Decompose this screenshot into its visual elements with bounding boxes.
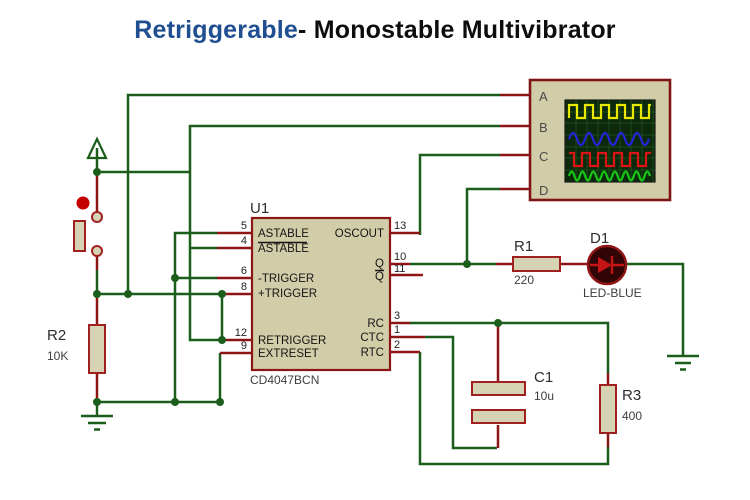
junction-dot (93, 398, 101, 406)
scope-channel-c: C (539, 149, 548, 164)
pin-label-extreset: EXTRESET (258, 348, 319, 360)
waveform-sine-blue (567, 131, 651, 147)
r2-value: 10K (47, 349, 68, 363)
pin-num-11: 11 (394, 263, 405, 275)
ic-part: CD4047BCN (250, 373, 319, 387)
r1-ref: R1 (514, 238, 533, 255)
pin-num-5: 5 (241, 220, 247, 232)
ic-body (250, 216, 392, 372)
junction-dot (218, 336, 226, 344)
junction-dot (216, 398, 224, 406)
ground-icon (667, 354, 699, 371)
title-rest: - Monostable Multivibrator (298, 16, 616, 44)
waveform-sine-green (567, 170, 652, 182)
led-d1: D1 LED-BLUE (583, 230, 642, 300)
ic-ref: U1 (250, 200, 269, 217)
pin-num-3: 3 (394, 310, 400, 322)
wire-led-ground (626, 262, 685, 356)
junction-dots (93, 168, 502, 406)
r3-body (599, 384, 617, 434)
d1-value: LED-BLUE (583, 286, 642, 300)
scope-channel-a: A (539, 89, 548, 104)
title-highlight: Retriggerable (134, 16, 299, 44)
scope-channel-d: D (539, 183, 548, 198)
pin-label-pos-trigger: +TRIGGER (258, 288, 317, 300)
pin-label-rc: RC (367, 318, 384, 330)
resistor-r2: R2 10K (47, 324, 106, 374)
vcc-terminal (86, 136, 108, 172)
capacitor-c1: C1 10u (471, 369, 554, 424)
ground-symbol-right (667, 354, 699, 371)
push-button (73, 196, 103, 257)
pin-label-q: Q (375, 258, 384, 270)
junction-dot (218, 290, 226, 298)
page-title: Retriggerable- Monostable Multivibrator (0, 16, 750, 45)
c1-plate-bottom (471, 409, 526, 424)
pin-num-4: 4 (241, 235, 247, 247)
wire-pin5-pin6-gnd (173, 231, 217, 402)
pin-num-13: 13 (394, 220, 406, 232)
green-wires (95, 93, 685, 466)
r3-ref: R3 (622, 387, 641, 404)
resistor-r3: R3 400 (599, 384, 642, 434)
led-diode-icon (590, 256, 624, 274)
c1-ref: C1 (534, 369, 553, 386)
junction-dot (463, 260, 471, 268)
pin-label-rtc: RTC (361, 347, 384, 359)
wire-scope-d (465, 187, 500, 264)
waveform-square-red (569, 151, 651, 168)
wire-rtc-bottom (418, 352, 610, 466)
c1-value: 10u (534, 389, 554, 403)
junction-dot (171, 274, 179, 282)
resistor-r1: R1 220 (512, 238, 561, 287)
vcc-arrow-icon (86, 136, 108, 160)
pin-label-ctc: CTC (360, 332, 384, 344)
r3-value: 400 (622, 409, 642, 423)
pin-label-neg-trigger: -TRIGGER (258, 273, 314, 285)
r1-body (512, 256, 561, 272)
wire-rc-run (410, 321, 610, 373)
d1-ref: D1 (590, 230, 609, 247)
junction-dot (93, 168, 101, 176)
pin-num-1: 1 (394, 324, 400, 336)
c1-plate-top (471, 381, 526, 396)
pin-num-2: 2 (394, 339, 400, 351)
pin-label-q-bar: Q (375, 271, 384, 283)
r2-ref: R2 (47, 327, 66, 344)
ground-symbol-left (81, 402, 113, 431)
wire-ctc-run (425, 335, 497, 450)
pin-label-astable-bar: ASTABLE (258, 243, 309, 255)
r2-body (88, 324, 106, 374)
ic-u1: U1 CD4047BCN 5 4 6 8 12 9 13 10 11 3 1 2… (235, 200, 407, 387)
button-actuator-icon (76, 196, 90, 210)
junction-dot (171, 398, 179, 406)
wire-scope-c (418, 153, 500, 235)
pin-label-oscout: OSCOUT (335, 228, 384, 240)
pin-num-9: 9 (241, 340, 247, 352)
ground-icon (81, 402, 113, 431)
waveform-square-yellow (567, 103, 651, 120)
pin-num-8: 8 (241, 281, 247, 293)
oscilloscope: A B C D (528, 78, 672, 202)
button-bar (73, 220, 86, 252)
pin-num-10: 10 (394, 251, 406, 263)
junction-dot (124, 290, 132, 298)
scope-channel-b: B (539, 120, 548, 135)
wire-scope-a (126, 93, 500, 294)
pin-label-retrigger: RETRIGGER (258, 335, 326, 347)
junction-dot (494, 319, 502, 327)
button-terminal-top (91, 211, 103, 223)
pin-num-12: 12 (235, 327, 247, 339)
red-pin-wires (95, 93, 610, 448)
pin-num-6: 6 (241, 265, 247, 277)
pin-label-astable: ASTABLE (258, 228, 309, 240)
r1-value: 220 (514, 273, 534, 287)
button-terminal-bottom (91, 245, 103, 257)
junction-dot (93, 290, 101, 298)
